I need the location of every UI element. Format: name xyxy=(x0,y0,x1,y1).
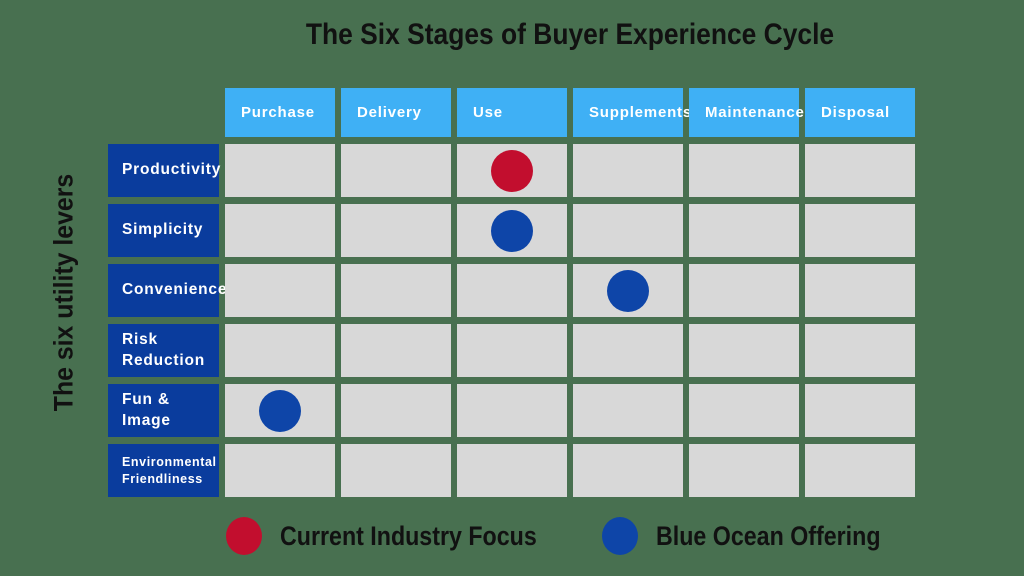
page-title: The Six Stages of Buyer Experience Cycle xyxy=(305,18,835,51)
grid-cell-convenience-use xyxy=(457,264,567,317)
legend-label-current: Current Industry Focus xyxy=(280,520,537,551)
row-header-risk-reduction: Risk Reduction xyxy=(108,324,219,377)
column-header-supplements: Supplements xyxy=(573,88,691,137)
row-header-convenience: Convenience xyxy=(108,264,226,317)
grid-cell-fun-image-use xyxy=(457,384,567,437)
grid-cell-simplicity-disposal xyxy=(805,204,915,257)
marker-dot-current xyxy=(491,149,533,192)
grid-cell-convenience-disposal xyxy=(805,264,915,317)
legend-label-blue-ocean: Blue Ocean Offering xyxy=(656,520,881,551)
column-header-disposal: Disposal xyxy=(805,88,915,137)
current-focus-dot-icon xyxy=(226,517,262,555)
column-header-purchase: Purchase xyxy=(225,88,335,137)
grid-cell-productivity-use xyxy=(457,144,567,197)
grid-corner xyxy=(108,88,219,137)
grid-cell-convenience-supplements xyxy=(573,264,683,317)
grid-cell-fun-image-disposal xyxy=(805,384,915,437)
grid-cell-environmental-friendliness-disposal xyxy=(805,444,915,497)
grid-cell-simplicity-use xyxy=(457,204,567,257)
y-axis-label-container: The six utility levers xyxy=(28,88,100,497)
grid-cell-fun-image-purchase xyxy=(225,384,335,437)
grid-cell-environmental-friendliness-purchase xyxy=(225,444,335,497)
column-header-use: Use xyxy=(457,88,567,137)
grid-cell-productivity-purchase xyxy=(225,144,335,197)
grid-cell-productivity-delivery xyxy=(341,144,451,197)
grid-cell-risk-reduction-supplements xyxy=(573,324,683,377)
grid-cell-risk-reduction-purchase xyxy=(225,324,335,377)
grid-cell-convenience-delivery xyxy=(341,264,451,317)
grid-cell-simplicity-maintenance xyxy=(689,204,799,257)
grid-cell-fun-image-supplements xyxy=(573,384,683,437)
grid-cell-environmental-friendliness-delivery xyxy=(341,444,451,497)
grid-cell-productivity-supplements xyxy=(573,144,683,197)
grid-cell-fun-image-maintenance xyxy=(689,384,799,437)
grid-cell-convenience-purchase xyxy=(225,264,335,317)
grid-cell-environmental-friendliness-use xyxy=(457,444,567,497)
grid-cell-risk-reduction-use xyxy=(457,324,567,377)
grid-cell-fun-image-delivery xyxy=(341,384,451,437)
column-header-maintenance: Maintenance xyxy=(689,88,804,137)
grid-cell-simplicity-purchase xyxy=(225,204,335,257)
grid-cell-productivity-disposal xyxy=(805,144,915,197)
grid-cell-environmental-friendliness-supplements xyxy=(573,444,683,497)
row-header-simplicity: Simplicity xyxy=(108,204,219,257)
column-header-delivery: Delivery xyxy=(341,88,451,137)
marker-dot-blue-ocean xyxy=(491,209,533,252)
marker-dot-blue-ocean xyxy=(259,389,301,432)
grid-cell-risk-reduction-maintenance xyxy=(689,324,799,377)
row-header-environmental-friendliness: Environmental Friendliness xyxy=(108,444,219,497)
grid-cell-convenience-maintenance xyxy=(689,264,799,317)
grid-cell-risk-reduction-delivery xyxy=(341,324,451,377)
grid-cell-environmental-friendliness-maintenance xyxy=(689,444,799,497)
row-header-productivity: Productivity xyxy=(108,144,220,197)
grid-cell-productivity-maintenance xyxy=(689,144,799,197)
legend-item-current: Current Industry Focus xyxy=(226,517,579,555)
grid-cell-risk-reduction-disposal xyxy=(805,324,915,377)
blue-ocean-dot-icon xyxy=(602,517,638,555)
grid-cell-simplicity-delivery xyxy=(341,204,451,257)
marker-dot-blue-ocean xyxy=(607,269,649,312)
row-header-fun-image: Fun & Image xyxy=(108,384,219,437)
legend-item-blue-ocean: Blue Ocean Offering xyxy=(602,517,917,555)
y-axis-label: The six utility levers xyxy=(48,173,79,412)
grid-cell-simplicity-supplements xyxy=(573,204,683,257)
